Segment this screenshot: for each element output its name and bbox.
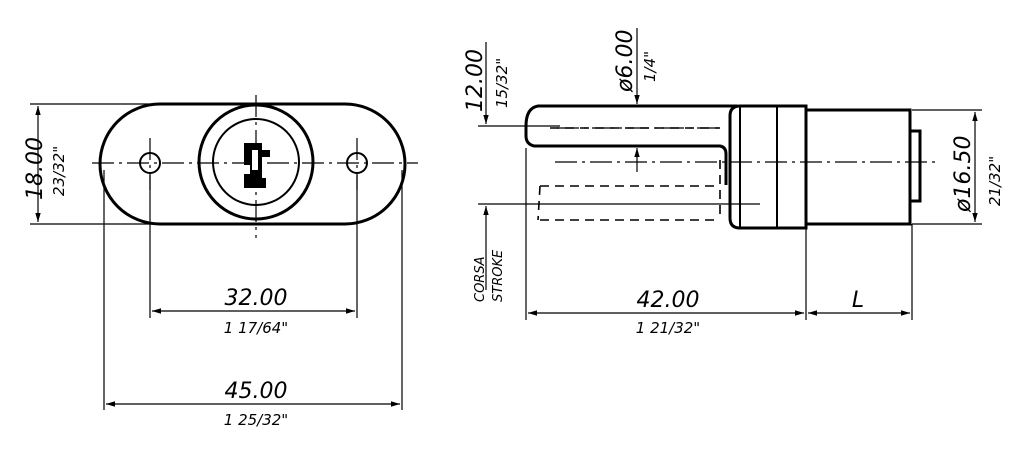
offset-mm-label: 12.00	[463, 49, 488, 112]
width-in-label: 1 25/32"	[224, 411, 288, 429]
body-dia-mm-label: ø16.50	[951, 136, 976, 213]
height-mm-label: 18.00	[23, 137, 48, 200]
stroke-label-it: CORSA	[473, 257, 488, 303]
bolt-dia-in-label: 1/4"	[641, 51, 659, 82]
bolt-dia-mm-label: ø6.00	[613, 30, 638, 93]
flange-outline	[98, 102, 407, 226]
side-view: 12.00 15/32" CORSA STROKE ø6.00 1/4" ø16…	[463, 28, 1004, 337]
bolt-outline	[524, 104, 737, 185]
height-in-label: 23/32"	[50, 146, 68, 196]
hole-spacing-mm-label: 32.00	[225, 286, 288, 311]
lock-end-cap	[908, 129, 922, 203]
offset-in-label: 15/32"	[493, 58, 511, 108]
length-in-label: 1 21/32"	[636, 319, 700, 337]
front-view: 18.00 23/32" 32.00 1 17/64" 45.00 1 25/3…	[23, 95, 418, 429]
variable-length-label: L	[852, 288, 864, 313]
right-mounting-hole	[346, 152, 368, 174]
length-mm-label: 42.00	[637, 288, 700, 313]
body-dia-in-label: 21/32"	[986, 156, 1004, 206]
side-flange	[728, 104, 808, 230]
width-mm-label: 45.00	[225, 379, 288, 404]
hole-spacing-in-label: 1 17/64"	[224, 319, 288, 337]
lock-outer-ring	[197, 103, 315, 221]
stroke-label-en: STROKE	[491, 249, 506, 302]
lock-body	[804, 108, 912, 226]
lock-inner-ring	[212, 118, 300, 206]
left-mounting-hole	[139, 152, 161, 174]
